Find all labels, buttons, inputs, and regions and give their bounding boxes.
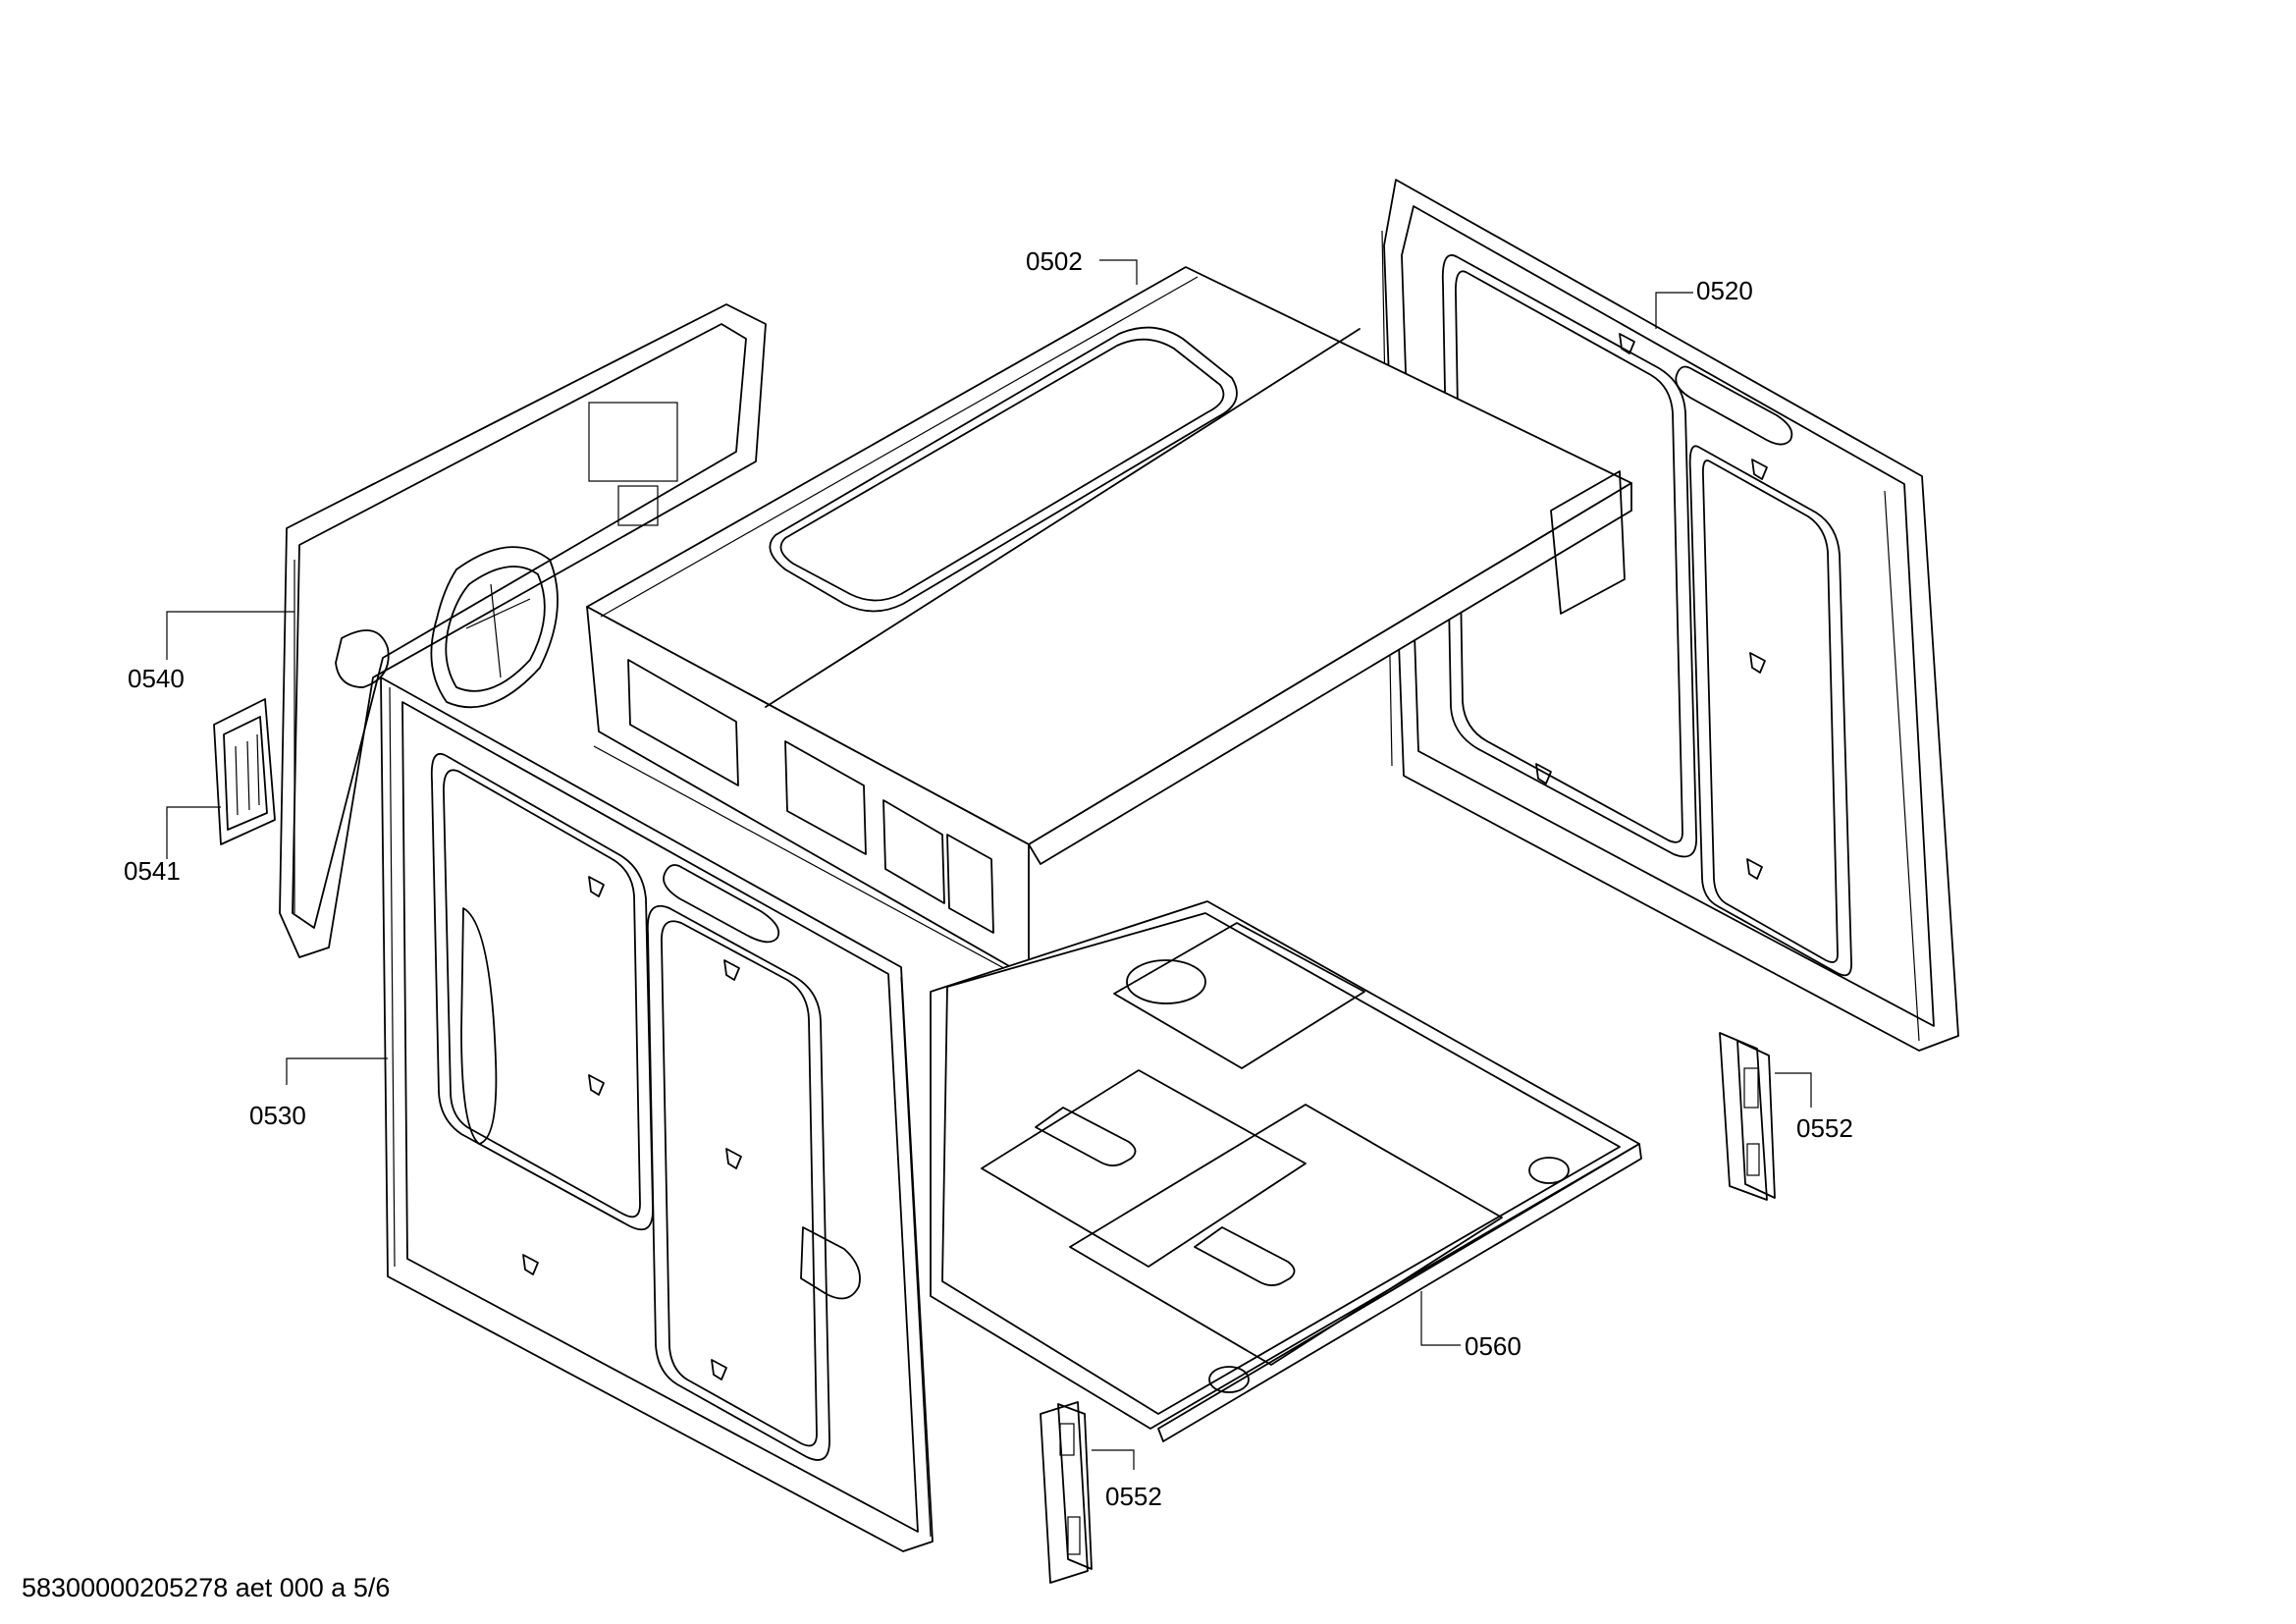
bracket-0552-right — [1719, 1032, 1776, 1201]
rear-cover-0541 — [213, 698, 276, 845]
label-0520: 0520 — [1696, 276, 1753, 305]
leader-0552-right — [1775, 1072, 1812, 1108]
leader-0502 — [1099, 259, 1138, 285]
part-labels: 0502 0520 0540 0541 0530 0552 0552 0560 — [124, 246, 1853, 1511]
leader-0530 — [286, 1057, 388, 1085]
label-0560: 0560 — [1465, 1331, 1522, 1361]
label-0552-bottom: 0552 — [1105, 1482, 1162, 1511]
leader-0541 — [166, 806, 221, 859]
leader-0540 — [166, 611, 294, 660]
bracket-0552-bottom — [1040, 1401, 1093, 1584]
back-panel-0540 — [279, 303, 767, 958]
leader-lines — [166, 259, 1812, 1470]
bottom-tray-0560 — [930, 900, 1642, 1442]
label-0530: 0530 — [249, 1101, 306, 1130]
leader-0560 — [1420, 1291, 1461, 1346]
right-side-panel-0520 — [1381, 179, 1959, 1052]
leader-0552-bottom — [1092, 1449, 1135, 1470]
label-0552-right: 0552 — [1796, 1113, 1853, 1143]
top-housing-0502 — [586, 266, 1632, 973]
label-0540: 0540 — [128, 664, 185, 693]
label-0502: 0502 — [1026, 246, 1083, 276]
leader-0520 — [1655, 292, 1693, 329]
left-side-panel-0530 — [380, 677, 934, 1552]
label-0541: 0541 — [124, 856, 181, 886]
document-id-footer: 58300000205278 aet 000 a 5/6 — [22, 1573, 391, 1602]
